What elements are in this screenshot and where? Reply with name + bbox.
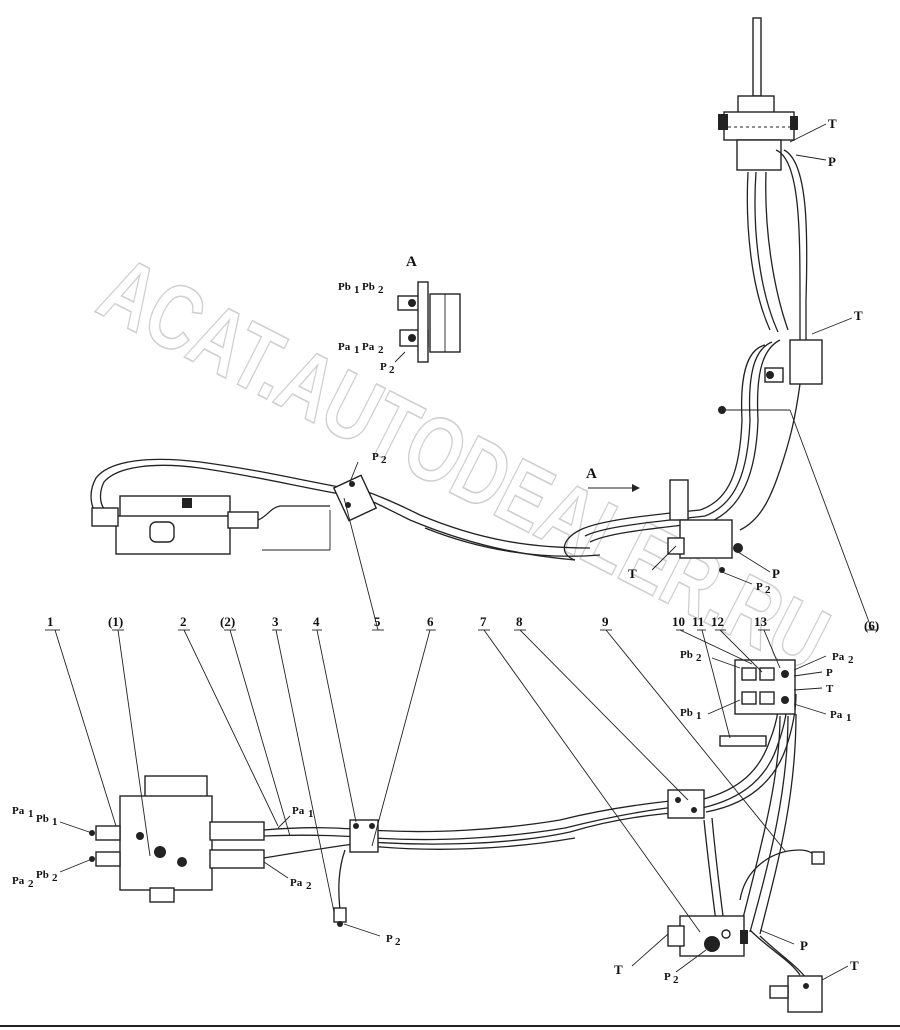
port-low-p2: P [664,971,671,983]
callout-paren-6: (6) [864,618,879,633]
port-right-pa1-sub: 1 [846,712,852,724]
port-mid-t: T [628,566,637,581]
port-right-pb1-sub: 1 [696,710,702,722]
port-detail-pa2-sub: 2 [378,344,384,356]
port-bottom-p2: P [386,933,393,945]
port-top-p: P [828,154,836,169]
port-left-pa1-sub: 1 [28,808,34,820]
port-detail-pb2-sub: 2 [378,284,384,296]
view-a-arrow-label: A [586,466,597,482]
port-right-pa1: Pa [830,709,843,721]
port-low-p2-sub: 2 [673,974,679,986]
port-detail-pa2: Pa [362,341,375,353]
detail-view-a [394,281,461,363]
port-valve-p2: P [756,581,763,593]
port-bottom-pa2: Pa [290,877,303,889]
port-right-pb2: Pb [680,649,693,661]
bottom-pilot-unit [667,915,748,957]
callout-paren-1: (1) [108,614,123,629]
callout-leaders [45,123,878,981]
callout-paren-2: (2) [220,614,235,629]
port-mid-p2-sub: 2 [381,454,387,466]
callout-10: 10 [672,614,685,629]
port-labels: T P T Pb 1 Pb 2 Pa 1 Pa 2 P 2 P 2 P T P … [12,116,863,986]
port-low-t: T [614,962,623,977]
port-bottom-pa2-sub: 2 [306,880,312,892]
watermark: ACAT.AUTODEALER.RU [84,237,845,693]
callout-13: 13 [754,614,768,629]
port-detail-pb1-sub: 1 [354,284,360,296]
port-bottom-p2-sub: 2 [395,936,401,948]
port-left-pb1-sub: 1 [52,816,58,828]
bottom-right-unit [769,975,823,1013]
upper-junction-block [718,339,823,471]
port-detail-pa1: Pa [338,341,351,353]
port-left-pa1: Pa [12,805,25,817]
callout-1: 1 [47,614,54,629]
port-valve-p2-sub: 2 [765,584,771,596]
callout-4: 4 [313,614,320,629]
port-mid-p2: P [372,451,379,463]
port-upper-t: T [854,308,863,323]
port-low-p: P [800,938,808,953]
port-right-t: T [826,683,834,695]
upper-control-valve [90,458,346,555]
lower-right-hoses [703,713,825,979]
hose-clamp-7 [667,789,705,819]
port-right-pb1: Pb [680,707,693,719]
port-bottom-pa1: Pa [292,805,305,817]
callout-labels: 1 (1) 2 (2) 3 4 5 6 7 8 9 10 11 12 13 (6… [47,614,879,633]
callout-7: 7 [480,614,487,629]
port-detail-pa1-sub: 1 [354,344,360,356]
port-mid-p: P [772,566,780,581]
port-detail-p2-sub: 2 [389,364,395,376]
callout-6: 6 [427,614,434,629]
port-right-pa2: Pa [832,651,845,663]
port-right-pb2-sub: 2 [696,652,702,664]
port-top-t: T [828,116,837,131]
port-left-pa2-sub: 2 [28,878,34,890]
port-detail-pb2: Pb [362,281,375,293]
port-bottom-pa1-sub: 1 [308,808,314,820]
callout-8: 8 [516,614,523,629]
callout-5: 5 [374,614,381,629]
port-left-pb2: Pb [36,869,49,881]
callout-2: 2 [180,614,187,629]
callout-12: 12 [711,614,724,629]
port-left-pa2: Pa [12,875,25,887]
view-labels: A A [406,254,597,482]
port-low-t2: T [850,958,859,973]
lower-hose-bundle [263,689,797,859]
callout-9: 9 [602,614,609,629]
port-left-pb2-sub: 2 [52,872,58,884]
view-a-title: A [406,254,417,270]
port-right-p: P [826,667,833,679]
port-detail-p2: P [380,361,387,373]
pilot-joystick-valve [718,17,798,171]
port-detail-pb1: Pb [338,281,351,293]
joystick-hoses [746,149,808,342]
callout-3: 3 [272,614,279,629]
hose-clamp-4-6 [333,819,379,927]
callout-11: 11 [692,614,704,629]
main-control-valve [89,775,265,903]
right-port-block [719,659,796,747]
watermark-text: ACAT.AUTODEALER.RU [84,238,843,692]
port-right-pa2-sub: 2 [848,654,854,666]
hose-clamp-5 [332,474,378,522]
port-left-pb1: Pb [36,813,49,825]
